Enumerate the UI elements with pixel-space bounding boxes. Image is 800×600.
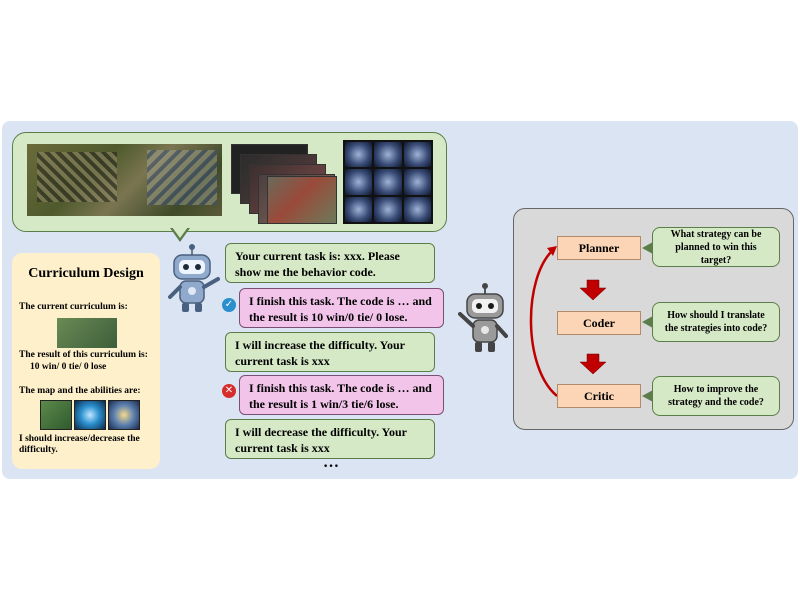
message-line: current task is xxx: [235, 441, 330, 455]
feedback-arrowhead: [547, 246, 557, 256]
result-label: The result of this curriculum is:: [19, 350, 148, 360]
message-line: the result is 10 win/0 tie/ 0 lose.: [249, 310, 408, 324]
message-line: the result is 1 win/3 tie/6 lose.: [249, 397, 399, 411]
game-screenshot: [27, 144, 222, 216]
curriculum-design-box: [12, 253, 160, 469]
unit-icons-grid: [343, 140, 433, 224]
x-circle-icon: ✕: [222, 384, 236, 398]
frame-stack-front: [267, 176, 337, 224]
unit-icon: [374, 169, 402, 195]
current-curriculum-label: The current curriculum is:: [19, 302, 128, 312]
critic-question-bubble: How to improve the strategy and the code…: [652, 376, 780, 416]
question-line: planned to win this target?: [675, 241, 757, 266]
role-flow-arrows: [529, 246, 607, 397]
bubble-tail: [642, 316, 653, 328]
ability-icon: [74, 400, 106, 430]
planner-box: Planner: [557, 236, 641, 260]
robot-icon: [168, 244, 220, 312]
message-line: show me the behavior code.: [235, 265, 376, 279]
feedback-arrow: [529, 249, 558, 397]
unit-icon: [345, 142, 373, 168]
check-circle-icon: ✓: [222, 298, 236, 312]
question-line: strategy and the code?: [668, 397, 764, 408]
map-abilities-label: The map and the abilities are:: [19, 386, 141, 396]
question-line: How to improve the: [673, 384, 759, 395]
unit-icon: [374, 142, 402, 168]
ellipsis: …: [323, 454, 340, 471]
curriculum-map-image: [57, 318, 117, 348]
unit-icon: [403, 169, 431, 195]
unit-icon: [374, 196, 402, 222]
result-value: 10 win/ 0 tie/ 0 lose: [30, 362, 107, 372]
message-line: Your current task is: xxx. Please: [235, 249, 400, 263]
curriculum-title: Curriculum Design: [28, 266, 144, 281]
down-arrow-icon: [579, 279, 607, 301]
coder-question-bubble: How should I translate the strategies in…: [652, 302, 780, 342]
message-task-result-failure: I finish this task. The code is … and th…: [239, 375, 444, 415]
map-thumbnail: [40, 400, 72, 430]
question-line: What strategy can be: [670, 228, 762, 240]
message-decrease-difficulty: I will decrease the difficulty. Your cur…: [225, 419, 435, 459]
bubble-tail-fill: [172, 227, 188, 238]
coder-box: Coder: [557, 311, 641, 335]
bubble-tail: [642, 390, 653, 402]
message-line: I will decrease the difficulty. Your: [235, 425, 407, 439]
message-increase-difficulty: I will increase the difficulty. Your cur…: [225, 332, 435, 372]
message-line: I finish this task. The code is … and: [249, 294, 432, 308]
instruction-line-1: I should increase/decrease the: [19, 434, 140, 444]
message-line: I finish this task. The code is … and: [249, 381, 432, 395]
unit-icon: [403, 196, 431, 222]
robot-icon: [458, 283, 508, 352]
message-task-assignment: Your current task is: xxx. Please show m…: [225, 243, 435, 283]
unit-icon: [345, 169, 373, 195]
bubble-tail: [642, 242, 653, 254]
message-task-result-success: I finish this task. The code is … and th…: [239, 288, 444, 328]
planner-question-bubble: What strategy can be planned to win this…: [652, 227, 780, 267]
unit-icon: [403, 142, 431, 168]
message-line: I will increase the difficulty. Your: [235, 338, 405, 352]
instruction-line-2: difficulty.: [19, 445, 58, 455]
message-line: current task is xxx: [235, 354, 330, 368]
ability-icon: [108, 400, 140, 430]
critic-box: Critic: [557, 384, 641, 408]
unit-icon: [345, 196, 373, 222]
down-arrow-icon: [579, 353, 607, 375]
question-line: the strategies into code?: [664, 323, 768, 334]
question-line: How should I translate: [667, 310, 765, 321]
